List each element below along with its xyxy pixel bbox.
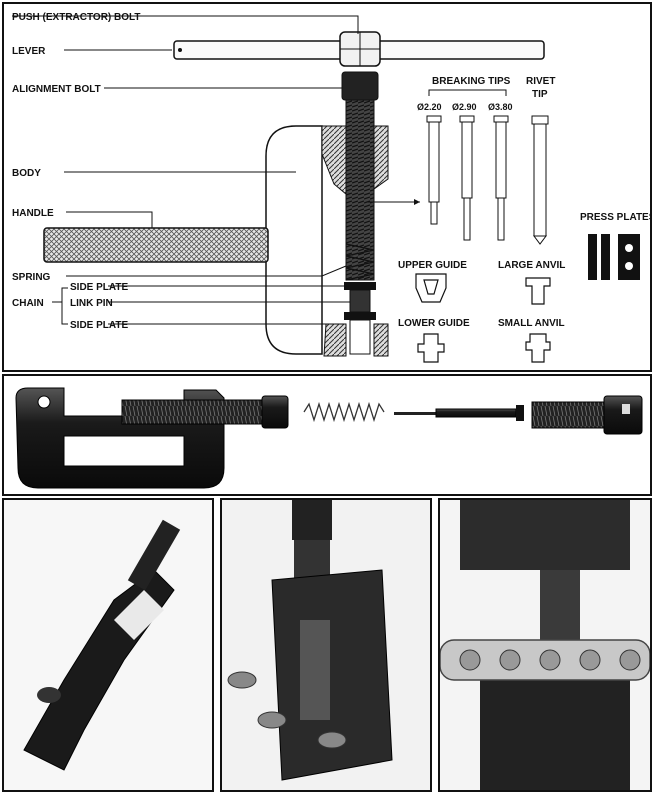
photo-chain-closeup (440, 500, 650, 790)
large-anvil-shape (525, 277, 551, 305)
exploded-view-panel (2, 374, 652, 496)
push-bolt-head (339, 31, 381, 67)
body-section-bottom (323, 323, 347, 357)
diagram-svg: PUSH (EXTRACTOR) BOLT LEVER ALIGNMENT BO… (12, 12, 650, 363)
exploded-view-svg (15, 387, 643, 489)
label-small-anvil: SMALL ANVIL (498, 318, 565, 329)
push-bolt-slot (622, 404, 630, 414)
spring-coil (303, 401, 385, 423)
rivet-tip (531, 115, 549, 245)
lower-guide-shape (417, 333, 445, 363)
body-hole-icon (37, 395, 51, 409)
label-tip-diameter-1: Ø2.20 (417, 102, 442, 112)
push-bolt-head-photo (603, 395, 643, 435)
small-anvil-shape (525, 333, 551, 363)
body-section-bottom-right (373, 323, 389, 357)
label-press-plates: PRESS PLATES (580, 212, 650, 223)
breaking-tip-2 (459, 115, 475, 241)
press-plate-right (618, 234, 640, 280)
push-bolt-thread (531, 401, 605, 429)
label-breaking-tips: BREAKING TIPS (432, 76, 511, 87)
label-tip: TIP (532, 89, 548, 100)
label-push-bolt: PUSH (EXTRACTOR) BOLT (12, 12, 141, 23)
breaking-tip-3 (493, 115, 509, 241)
label-lever: LEVER (12, 46, 46, 57)
label-tip-diameter-2: Ø2.90 (452, 102, 477, 112)
press-plate-left (588, 234, 610, 280)
label-alignment-bolt: ALIGNMENT BOLT (12, 84, 101, 95)
label-spring: SPRING (12, 272, 51, 283)
alignment-bolt-nut (341, 71, 379, 101)
body-bolt-head (261, 395, 289, 429)
label-upper-guide: UPPER GUIDE (398, 260, 467, 271)
label-rivet: RIVET (526, 76, 555, 87)
photo-panel-chain-closeup (438, 498, 652, 792)
chain-side-plate-bottom (344, 312, 376, 320)
arrow-head (414, 199, 420, 205)
breaking-tips-bracket (428, 89, 507, 96)
label-handle: HANDLE (12, 208, 54, 219)
breaking-tip-1 (426, 115, 442, 225)
anvil-in-body (349, 319, 371, 355)
photo-panel-tool-angled (2, 498, 214, 792)
handle-bar (43, 227, 269, 263)
leader-lines (12, 15, 420, 325)
chain-link-pin (349, 289, 371, 313)
body-section-top-right (373, 125, 389, 190)
threaded-shaft (345, 99, 375, 281)
tip-pin (394, 405, 524, 421)
photo-tool-angled (4, 500, 212, 790)
label-chain: CHAIN (12, 298, 44, 309)
tool-body-c (15, 387, 225, 489)
label-side-plate-top: SIDE PLATE (70, 282, 128, 293)
photo-panel-tool-closeup (220, 498, 432, 792)
label-body: BODY (12, 168, 41, 179)
upper-guide-shape (415, 273, 447, 303)
diagram-panel: PUSH (EXTRACTOR) BOLT LEVER ALIGNMENT BO… (2, 2, 652, 372)
label-link-pin: LINK PIN (70, 298, 113, 309)
body-outline (265, 125, 323, 355)
spring-coils (345, 243, 375, 281)
body-bolt-thread (121, 399, 263, 425)
label-large-anvil: LARGE ANVIL (498, 260, 565, 271)
label-lower-guide: LOWER GUIDE (398, 318, 470, 329)
label-side-plate-bottom: SIDE PLATE (70, 320, 128, 331)
body-section-top (321, 125, 347, 196)
label-tip-diameter-3: Ø3.80 (488, 102, 513, 112)
photo-tool-closeup (222, 500, 430, 790)
chain-side-plate-top (344, 282, 376, 290)
